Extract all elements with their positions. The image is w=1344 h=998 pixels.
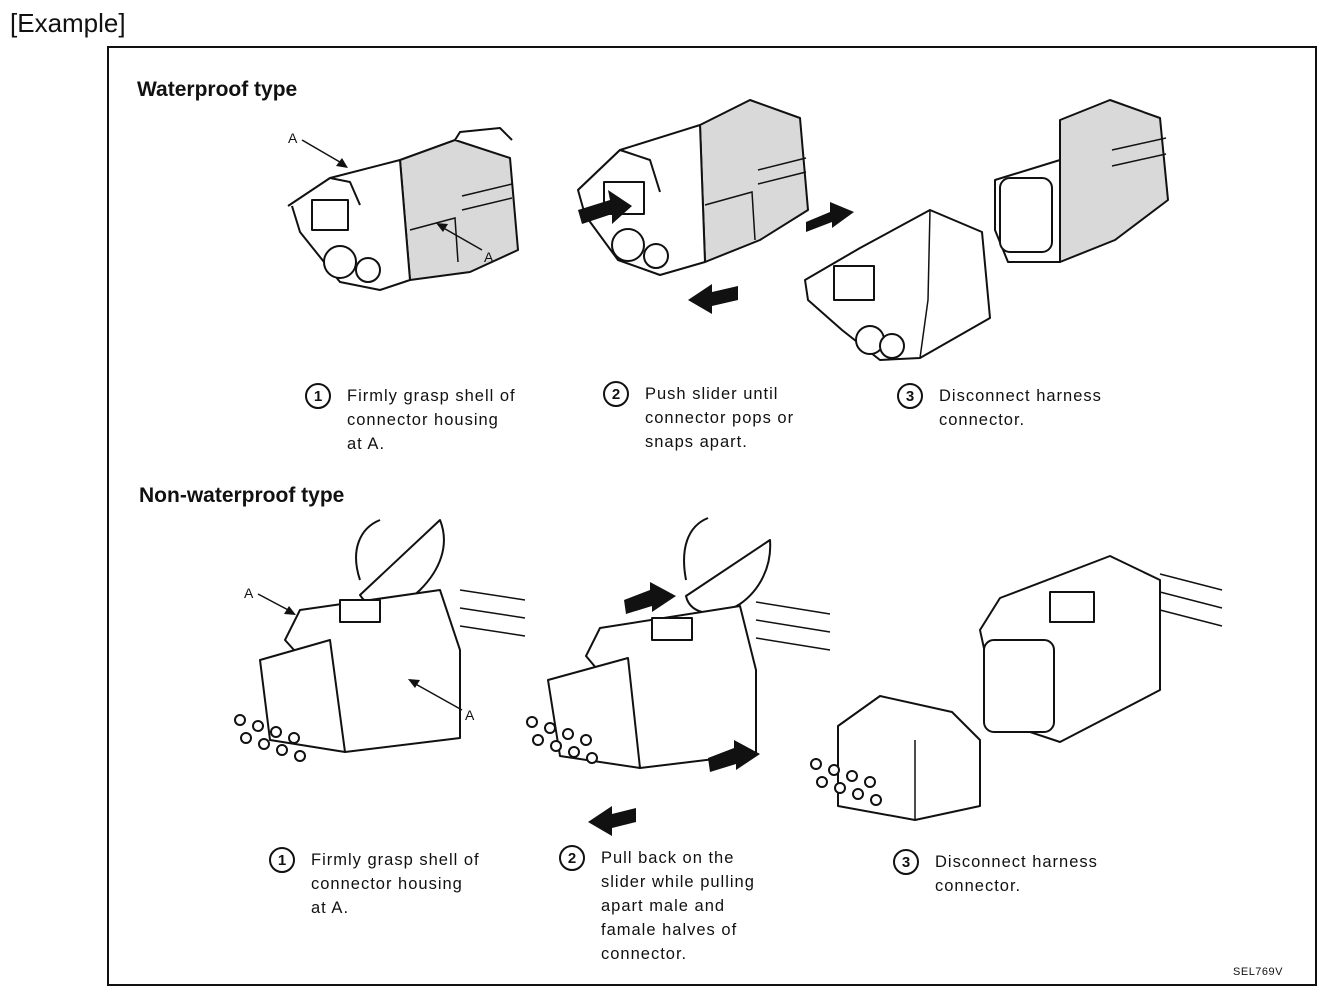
non-waterproof-step-1: 1 Firmly grasp shell of connector housin… (269, 847, 480, 920)
step-text: Firmly grasp shell of connector housing … (347, 387, 516, 453)
step-text: Pull back on the slider while pulling ap… (601, 849, 755, 963)
callout-a-label: A (465, 707, 475, 723)
waterproof-callout-a-top: A (288, 130, 348, 168)
step-number: 3 (893, 849, 919, 875)
step-number: 2 (559, 845, 585, 871)
step-number: 2 (603, 381, 629, 407)
non-waterproof-male-half-illustration (810, 695, 981, 821)
pull-apart-arrow-left (688, 284, 738, 314)
slider-pull-back-arrow (624, 582, 676, 614)
waterproof-female-half-illustration (994, 99, 1169, 263)
step-text: Disconnect harness connector. (935, 853, 1098, 895)
step-text: Firmly grasp shell of connector housing … (311, 851, 480, 917)
waterproof-heading: Waterproof type (137, 78, 298, 101)
waterproof-step-3: 3 Disconnect harness connector. (897, 383, 1102, 432)
non-waterproof-step-3: 3 Disconnect harness connector. (893, 849, 1098, 898)
diagram-frame: Waterproof type Non-waterproof type 1 Fi… (107, 46, 1317, 986)
pull-apart-arrow-right-2 (708, 740, 760, 772)
step-text: Push slider until connector pops or snap… (645, 385, 795, 451)
waterproof-callout-a-side: A (436, 223, 494, 265)
waterproof-step-1: 1 Firmly grasp shell of connector housin… (305, 383, 516, 456)
non-waterproof-connector-2-illustration (526, 601, 831, 769)
non-waterproof-callout-a-top: A (244, 585, 296, 615)
step-number: 1 (305, 383, 331, 409)
step-number: 1 (269, 847, 295, 873)
example-label: [Example] (10, 8, 126, 38)
non-waterproof-step-2: 2 Pull back on the slider while pulling … (559, 845, 755, 966)
waterproof-step-2: 2 Push slider until connector pops or sn… (603, 381, 795, 454)
non-waterproof-female-half-illustration (979, 555, 1223, 743)
finger-illustration-2 (683, 517, 772, 615)
callout-a-label: A (288, 130, 298, 146)
non-waterproof-callout-a-side: A (408, 679, 475, 723)
slider-push-arrow (578, 190, 632, 224)
pull-apart-arrow-left-2 (588, 806, 636, 836)
callout-a-label: A (244, 585, 254, 601)
step-text: Disconnect harness connector. (939, 387, 1102, 429)
non-waterproof-heading: Non-waterproof type (139, 484, 345, 507)
waterproof-male-half-illustration (804, 209, 991, 361)
step-number: 3 (897, 383, 923, 409)
non-waterproof-connector-1-illustration (234, 589, 526, 762)
pull-apart-arrow-right (806, 202, 854, 232)
figure-code: SEL769V (1233, 966, 1283, 978)
waterproof-connector-1-illustration (287, 127, 519, 291)
waterproof-connector-2-illustration (577, 99, 809, 276)
callout-a-label: A (484, 249, 494, 265)
